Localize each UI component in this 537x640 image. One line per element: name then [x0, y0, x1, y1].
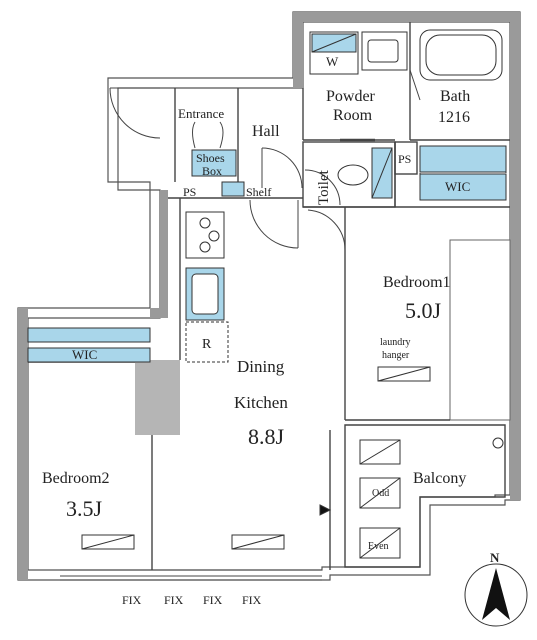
label-hall: Hall	[252, 123, 280, 140]
label-powder: Powder	[326, 88, 376, 105]
label-even: Even	[368, 541, 389, 552]
label-refrigerator: R	[202, 337, 212, 352]
label-laundry: laundry	[380, 337, 411, 348]
label-bedroom1: Bedroom1	[383, 274, 451, 291]
compass: N	[464, 550, 528, 627]
label-dining: Dining	[237, 357, 285, 376]
label-box: Box	[202, 164, 222, 178]
label-dining-size: 8.8J	[248, 424, 285, 449]
label-bedroom2-size: 3.5J	[66, 496, 103, 521]
label-wic-right: WIC	[445, 179, 470, 194]
label-shoes: Shoes	[196, 151, 225, 165]
windows	[60, 569, 322, 581]
label-odd: Odd	[372, 488, 389, 499]
label-balcony: Balcony	[413, 470, 466, 487]
north-arrow-icon	[482, 568, 510, 620]
label-washer: W	[326, 54, 339, 69]
fixtures	[27, 29, 507, 559]
window-fix-3: FIX	[203, 593, 223, 607]
window-fix-1: FIX	[122, 593, 142, 607]
label-bedroom2: Bedroom2	[42, 470, 110, 487]
label-kitchen: Kitchen	[234, 393, 288, 412]
label-toilet: Toilet	[316, 169, 332, 205]
window-fix-2: FIX	[164, 593, 184, 607]
doors	[109, 69, 421, 251]
compass-north-label: N	[490, 550, 500, 565]
window-fix-4: FIX	[242, 593, 262, 607]
label-ps-left: PS	[183, 185, 196, 199]
label-bath: Bath	[440, 88, 470, 105]
label-room: Room	[333, 107, 373, 124]
label-shelf: Shelf	[246, 185, 271, 199]
label-bath-size: 1216	[438, 109, 470, 126]
label-ps-right: PS	[398, 152, 411, 166]
label-hanger: hanger	[382, 350, 410, 361]
label-wic-left: WIC	[72, 347, 97, 362]
label-entrance: Entrance	[178, 106, 224, 121]
label-bedroom1-size: 5.0J	[405, 298, 442, 323]
wall-fills	[18, 12, 520, 580]
interior-walls	[28, 22, 510, 570]
